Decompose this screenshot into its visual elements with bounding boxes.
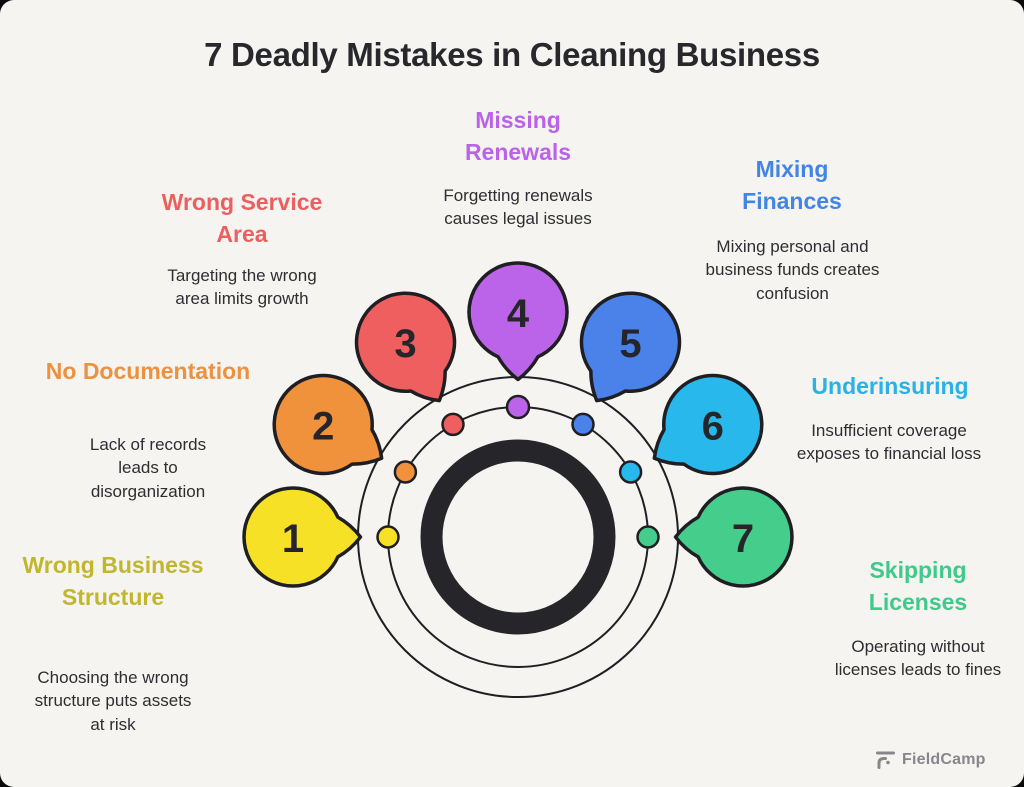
bubble-7-number: 7: [732, 517, 754, 561]
mistake-1-description: Choosing the wrong structure puts assets…: [34, 668, 192, 734]
bubble-5: [579, 291, 682, 403]
bubble-7: [673, 486, 794, 588]
dot-2: [393, 460, 418, 484]
bubble-4-shape: [467, 261, 569, 382]
dot-7: [636, 525, 660, 549]
mistake-7-title: Skipping Licenses: [868, 557, 968, 615]
center-ring: [420, 439, 616, 635]
bubble-1: [242, 486, 363, 588]
dot-3: [441, 412, 465, 437]
bubble-3: [354, 291, 457, 403]
mistake-6-description: Insufficient coverage exposes to financi…: [796, 421, 982, 464]
outer-circle: [357, 376, 679, 698]
bubble-3-number: 3: [394, 322, 416, 366]
mistake-5-description: Mixing personal and business funds creat…: [705, 237, 880, 303]
dot-1: [376, 525, 400, 549]
mistake-2-description: Lack of records leads to disorganization: [89, 435, 207, 501]
mistake-3-title: Wrong Service Area: [161, 189, 323, 247]
dot-5: [571, 412, 595, 437]
mistake-1-title: Wrong Business Structure: [22, 552, 204, 610]
dot-4: [505, 394, 531, 420]
bubble-1-shape: [242, 486, 363, 588]
bubble-2-number: 2: [312, 405, 334, 449]
bubble-5-number: 5: [619, 322, 641, 366]
bubble-2: [272, 373, 384, 476]
bubble-1-number: 1: [282, 517, 304, 561]
bubble-6: [652, 373, 764, 476]
bubble-4: [467, 261, 569, 382]
bubble-5-shape: [579, 291, 682, 403]
bubble-2-shape: [272, 373, 384, 476]
mistake-7-description: Operating without licenses leads to fine…: [834, 637, 1002, 680]
fieldcamp-icon: [876, 751, 895, 769]
mistake-4-title: Missing Renewals: [464, 107, 572, 165]
brand-logo: FieldCamp: [876, 750, 986, 769]
bubble-6-number: 6: [702, 405, 724, 449]
mistake-3-description: Targeting the wrong area limits growth: [167, 266, 317, 309]
mistake-5-title: Mixing Finances: [742, 156, 842, 214]
bubble-4-number: 4: [507, 292, 530, 336]
mistake-4-description: Forgetting renewals causes legal issues: [443, 186, 593, 229]
bubble-7-shape: [673, 486, 794, 588]
brand-name: FieldCamp: [902, 750, 986, 768]
page-title: 7 Deadly Mistakes in Cleaning Business: [204, 36, 820, 73]
bubble-6-shape: [652, 373, 764, 476]
bubble-3-shape: [354, 291, 457, 403]
mistake-2-title: No Documentation: [45, 358, 251, 384]
mistake-6-title: Underinsuring: [811, 373, 969, 399]
dot-6: [618, 460, 643, 484]
